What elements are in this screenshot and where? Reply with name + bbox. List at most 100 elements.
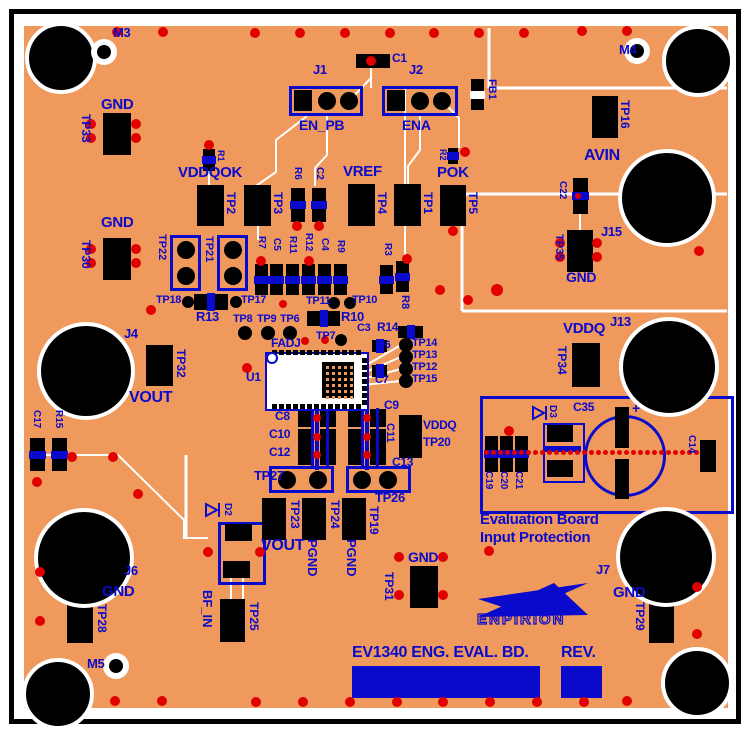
ic-u1-pin (349, 350, 354, 355)
header-pin-J1 (340, 92, 358, 110)
pad-C14 (700, 440, 716, 472)
test-pad (399, 374, 413, 388)
label-tp23: TP23 (288, 500, 302, 529)
label-tp10: TP10 (352, 294, 378, 306)
cap-pad-C11 (348, 429, 364, 447)
via (363, 414, 371, 422)
pad-TP16 (592, 96, 618, 138)
via (622, 26, 632, 36)
via (429, 28, 439, 38)
via-stitch (658, 449, 664, 455)
label-ena: ENA (402, 117, 431, 133)
label-tp2: TP2 (224, 192, 238, 215)
ic-u1-pin (362, 365, 367, 370)
via (35, 616, 45, 626)
via (394, 552, 404, 562)
connector-J7 (616, 507, 716, 607)
label-j15: J15 (601, 224, 622, 239)
component-band-C3 (406, 325, 415, 339)
label-pgnd: PGND (305, 539, 320, 577)
via (321, 336, 329, 344)
connector-J6 (34, 508, 134, 608)
label-tp26: TP26 (375, 490, 405, 505)
component-band-R1 (202, 156, 216, 164)
component-band-FB1 (470, 90, 485, 99)
via (108, 452, 118, 462)
component-band-R9 (333, 275, 348, 284)
component-band-C2 (311, 201, 327, 209)
label-input-protection: Input Protection (480, 529, 591, 546)
via (484, 546, 494, 556)
label-gnd: GND (101, 214, 134, 231)
ic-u1-pin (272, 404, 277, 409)
label-j13: J13 (610, 314, 631, 329)
test-pad (399, 350, 413, 364)
ic-u1-ball (344, 384, 347, 387)
ic-u1-ball (332, 390, 335, 393)
label-+: + (632, 400, 640, 416)
component-band-C7 (375, 364, 384, 378)
test-pad (283, 326, 297, 340)
label-fb1: FB1 (486, 79, 498, 100)
header-TP27 (269, 466, 334, 493)
label-r2: R2 (438, 149, 448, 161)
cap-mark-C8 (311, 408, 329, 428)
via-stitch (553, 449, 559, 455)
via-stitch (616, 449, 622, 455)
label-tp9: TP9 (257, 313, 277, 325)
label-c21: C21 (513, 471, 524, 490)
via (448, 226, 458, 236)
pad-TP28 (67, 601, 93, 643)
via (146, 305, 156, 315)
ic-u1-ball (344, 396, 347, 399)
label-r8: R8 (399, 295, 411, 310)
ic-u1-ball (326, 384, 329, 387)
label-enpirion: ENPIRION (476, 611, 566, 628)
ic-u1-ball (332, 372, 335, 375)
via-stitch (609, 449, 615, 455)
component-band-R11 (285, 275, 300, 284)
via-stitch (595, 449, 601, 455)
via (438, 590, 448, 600)
label-tp32: TP32 (174, 349, 188, 378)
label-c4: C4 (319, 238, 330, 251)
label-tp8: TP8 (233, 313, 253, 325)
label-c8: C8 (275, 409, 290, 423)
header-pin-TP26 (379, 471, 397, 489)
pad-TP29 (649, 600, 674, 643)
via (279, 300, 287, 308)
label-vout: VOUT (129, 389, 173, 406)
ic-u1-pin (286, 350, 291, 355)
label-c10: C10 (269, 427, 291, 441)
label-tp20: TP20 (423, 435, 451, 449)
cap-mark-C13 (361, 446, 379, 466)
label-vddq: VDDQ (423, 418, 457, 432)
label-pgnd: PGND (344, 539, 359, 577)
via (86, 133, 96, 143)
cap-pad-C9 (348, 409, 364, 427)
label-tp24: TP24 (328, 500, 342, 529)
header-pin-TP27 (278, 471, 296, 489)
via (131, 244, 141, 254)
via (438, 697, 448, 707)
ic-u1-ball (350, 378, 353, 381)
via (35, 567, 45, 577)
via (131, 133, 141, 143)
via (313, 451, 321, 459)
header-pin-TP21 (224, 267, 242, 285)
label-tp5: TP5 (466, 192, 480, 215)
via-stitch (686, 449, 692, 455)
via (435, 285, 445, 295)
ic-u1-pin (342, 350, 347, 355)
ic-u1-pin (362, 358, 367, 363)
via-stitch (651, 449, 657, 455)
connector-J4 (37, 322, 135, 420)
label-tp15: TP15 (412, 373, 438, 385)
via (394, 590, 404, 600)
ic-u1-ball (350, 372, 353, 375)
cap-pad-C12 (298, 447, 314, 465)
label-c7: C7 (375, 374, 389, 386)
ic-u1-pin (314, 404, 319, 409)
header-TP22 (170, 235, 201, 291)
via (86, 119, 96, 129)
